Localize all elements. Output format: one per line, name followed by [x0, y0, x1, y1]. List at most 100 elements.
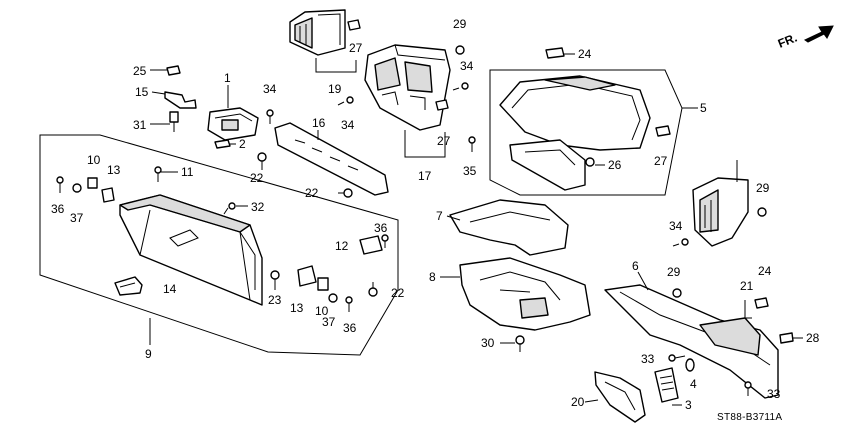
- glovebox-latch: [114, 276, 143, 296]
- clip-12: [359, 235, 383, 255]
- callout-30: 30: [481, 336, 495, 350]
- clip-28: [779, 332, 803, 344]
- meter-visor: [499, 75, 651, 151]
- leader-17: [404, 130, 446, 158]
- screw-23: [270, 270, 280, 290]
- clip-24-a: [545, 47, 575, 59]
- callout-28: 28: [806, 331, 820, 345]
- nut-29-b: [757, 207, 767, 217]
- clip-13-left: [101, 187, 115, 203]
- screw-34-b: [337, 96, 354, 106]
- screw-34-a: [266, 109, 274, 124]
- leader-19: [315, 58, 357, 73]
- knee-bolster-panel: [594, 371, 646, 423]
- center-air-vent: [364, 44, 451, 131]
- callout-9: 9: [145, 347, 152, 361]
- callout-37-b: 37: [322, 315, 336, 329]
- glovebox-key: [214, 139, 236, 149]
- callout-labels: 1 2 3 4 5 6 7 8 9 10 10 11 12 13 13 14 1…: [51, 17, 820, 412]
- callout-3: 3: [685, 398, 692, 412]
- screw-22-b: [338, 188, 353, 198]
- screw-34-c: [452, 82, 469, 91]
- callout-7: 7: [436, 209, 443, 223]
- front-direction-indicator: FR.: [776, 25, 834, 51]
- callout-14: 14: [163, 282, 177, 296]
- column-cover-lower: [459, 257, 591, 331]
- callout-34-d: 34: [669, 219, 683, 233]
- callout-29-b: 29: [756, 181, 770, 195]
- callout-33-a: 33: [641, 352, 655, 366]
- callout-34-b: 34: [341, 118, 355, 132]
- hook-21: [744, 300, 752, 319]
- nut-26: [585, 157, 605, 167]
- front-arrow-icon: [803, 25, 834, 43]
- callout-29-c: 29: [667, 265, 681, 279]
- glovebox-assembly-outline: [39, 134, 399, 356]
- screw-30: [500, 335, 525, 352]
- screw-33-b: [744, 381, 752, 396]
- washer-37-b: [328, 293, 338, 303]
- callout-19: 19: [328, 82, 342, 96]
- clip-24-b: [754, 297, 769, 309]
- callout-2: 2: [239, 137, 246, 151]
- callout-32: 32: [251, 200, 265, 214]
- callout-34-c: 34: [460, 59, 474, 73]
- bracket-15: [151, 91, 197, 109]
- lower-dash-cover: [604, 284, 779, 399]
- direction-label: FR.: [776, 31, 799, 51]
- callout-21: 21: [740, 279, 754, 293]
- diagram-code: ST88-B3711A: [717, 412, 782, 423]
- mounting-bracket: [274, 122, 389, 196]
- callout-34-a: 34: [263, 82, 277, 96]
- screw-36-c: [345, 296, 353, 312]
- callout-27-a: 27: [349, 41, 363, 55]
- screw-34-d: [672, 238, 689, 247]
- side-air-vent-right: [692, 177, 749, 247]
- callout-22-a: 22: [250, 171, 264, 185]
- clip-4: [685, 358, 695, 372]
- screw-32: [223, 202, 248, 215]
- callout-17: 17: [418, 169, 432, 183]
- screw-36-a: [56, 176, 64, 193]
- callout-27-b: 27: [437, 134, 451, 148]
- screw-33-a: [668, 354, 686, 362]
- meter-panel-outline: [489, 69, 683, 196]
- column-cover-upper: [449, 199, 569, 256]
- bolt-31: [150, 111, 179, 132]
- callout-1: 1: [224, 71, 231, 85]
- callout-13-a: 13: [107, 163, 121, 177]
- callout-6: 6: [632, 259, 639, 273]
- callout-20: 20: [571, 395, 585, 409]
- nut-10-right: [317, 277, 329, 291]
- callout-36-b: 36: [374, 221, 388, 235]
- callout-33-b: 33: [767, 387, 781, 401]
- callout-24-b: 24: [758, 264, 772, 278]
- clip-27-c: [655, 125, 671, 137]
- side-air-vent-left: [289, 9, 346, 56]
- callout-25: 25: [133, 64, 147, 78]
- callout-36-a: 36: [51, 202, 65, 216]
- callout-15: 15: [135, 85, 149, 99]
- callout-26: 26: [608, 158, 622, 172]
- clip-27-a: [347, 19, 361, 31]
- fasteners: [56, 19, 803, 396]
- callout-5: 5: [700, 101, 707, 115]
- callout-37-a: 37: [70, 211, 84, 225]
- callout-8: 8: [429, 270, 436, 284]
- callout-22-c: 22: [391, 286, 405, 300]
- screw-36-b: [381, 234, 389, 248]
- clip-13-right: [297, 265, 317, 287]
- meter-lower-panel: [509, 139, 586, 191]
- callout-4: 4: [690, 377, 697, 391]
- callout-10-a: 10: [87, 153, 101, 167]
- callout-29-a: 29: [453, 17, 467, 31]
- callout-27-c: 27: [654, 154, 668, 168]
- washer-37-a: [72, 183, 82, 193]
- screw-22-c: [368, 282, 378, 297]
- clip-27-b: [435, 99, 449, 111]
- nut-10-left: [87, 177, 98, 189]
- callout-10-b: 10: [315, 304, 329, 318]
- nut-29-c: [672, 288, 682, 298]
- glovebox-lock: [207, 85, 259, 141]
